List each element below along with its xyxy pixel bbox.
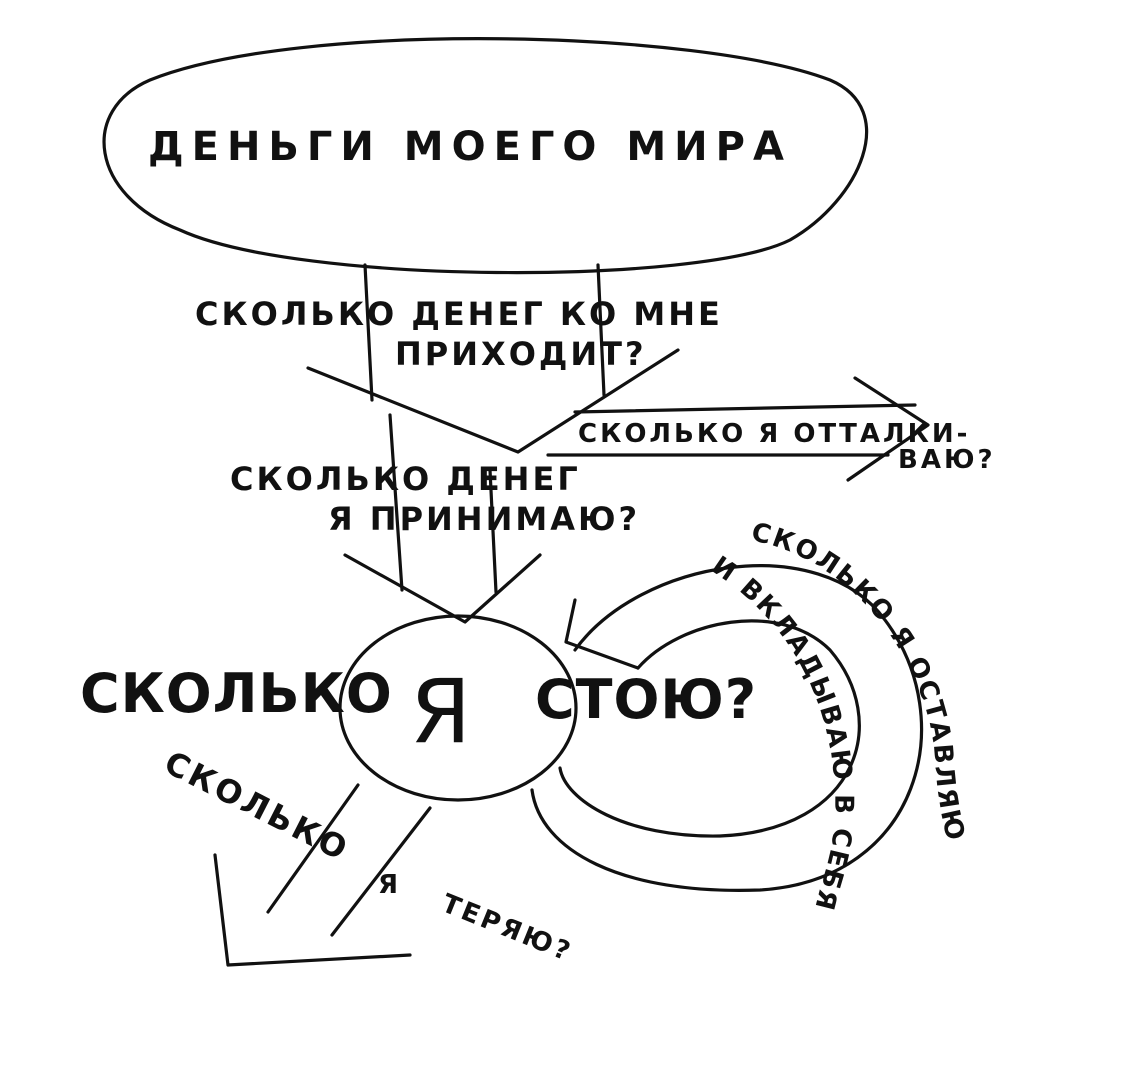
invest-loop-inner [558,619,861,838]
loss-question-word-group: СКОЛЬКО [158,743,355,869]
push-away-question-line1: СКОЛЬКО Я ОТТАЛКИ- [578,419,970,449]
incoming-question-line1: СКОЛЬКО ДЕНЕГ КО МНЕ [195,295,723,333]
cloud-label: ДЕНЬГИ МОЕГО МИРА [148,124,792,170]
worth-question-left: СКОЛЬКО [80,662,393,725]
incoming-pipe-left [363,263,374,402]
accept-pipe-left [388,413,404,592]
loss-corner [213,853,412,967]
accept-pipe-right [488,468,498,594]
accept-question-line1: СКОЛЬКО ДЕНЕГ [230,460,581,498]
money-cloud-outline [102,37,869,275]
self-letter: Я [410,660,471,763]
invest-loop-outer [530,564,924,892]
worth-question-right: СТОЮ? [535,668,757,731]
incoming-pipe-right [596,263,606,397]
push-away-arrow-shaft-top [573,403,917,414]
incoming-funnel [306,348,680,454]
loss-stream-right [330,806,432,937]
accept-funnel [343,553,542,624]
self-circle [338,614,578,802]
loss-question-line1: СКОЛЬКО [158,743,355,869]
loss-question-line3: ТЕРЯЮ? [437,889,576,969]
loss-question-line2: Я [378,870,401,900]
push-away-arrow-head [846,376,930,482]
loss-stream-left [266,783,360,914]
accept-question-line2: Я ПРИНИМАЮ? [328,500,640,538]
invest-loop-arrow-head [564,598,640,670]
loss-question-word-group-2: ТЕРЯЮ? [437,889,576,969]
push-away-question-line2: ВАЮ? [898,445,996,475]
incoming-question-line2: ПРИХОДИТ? [395,335,647,373]
